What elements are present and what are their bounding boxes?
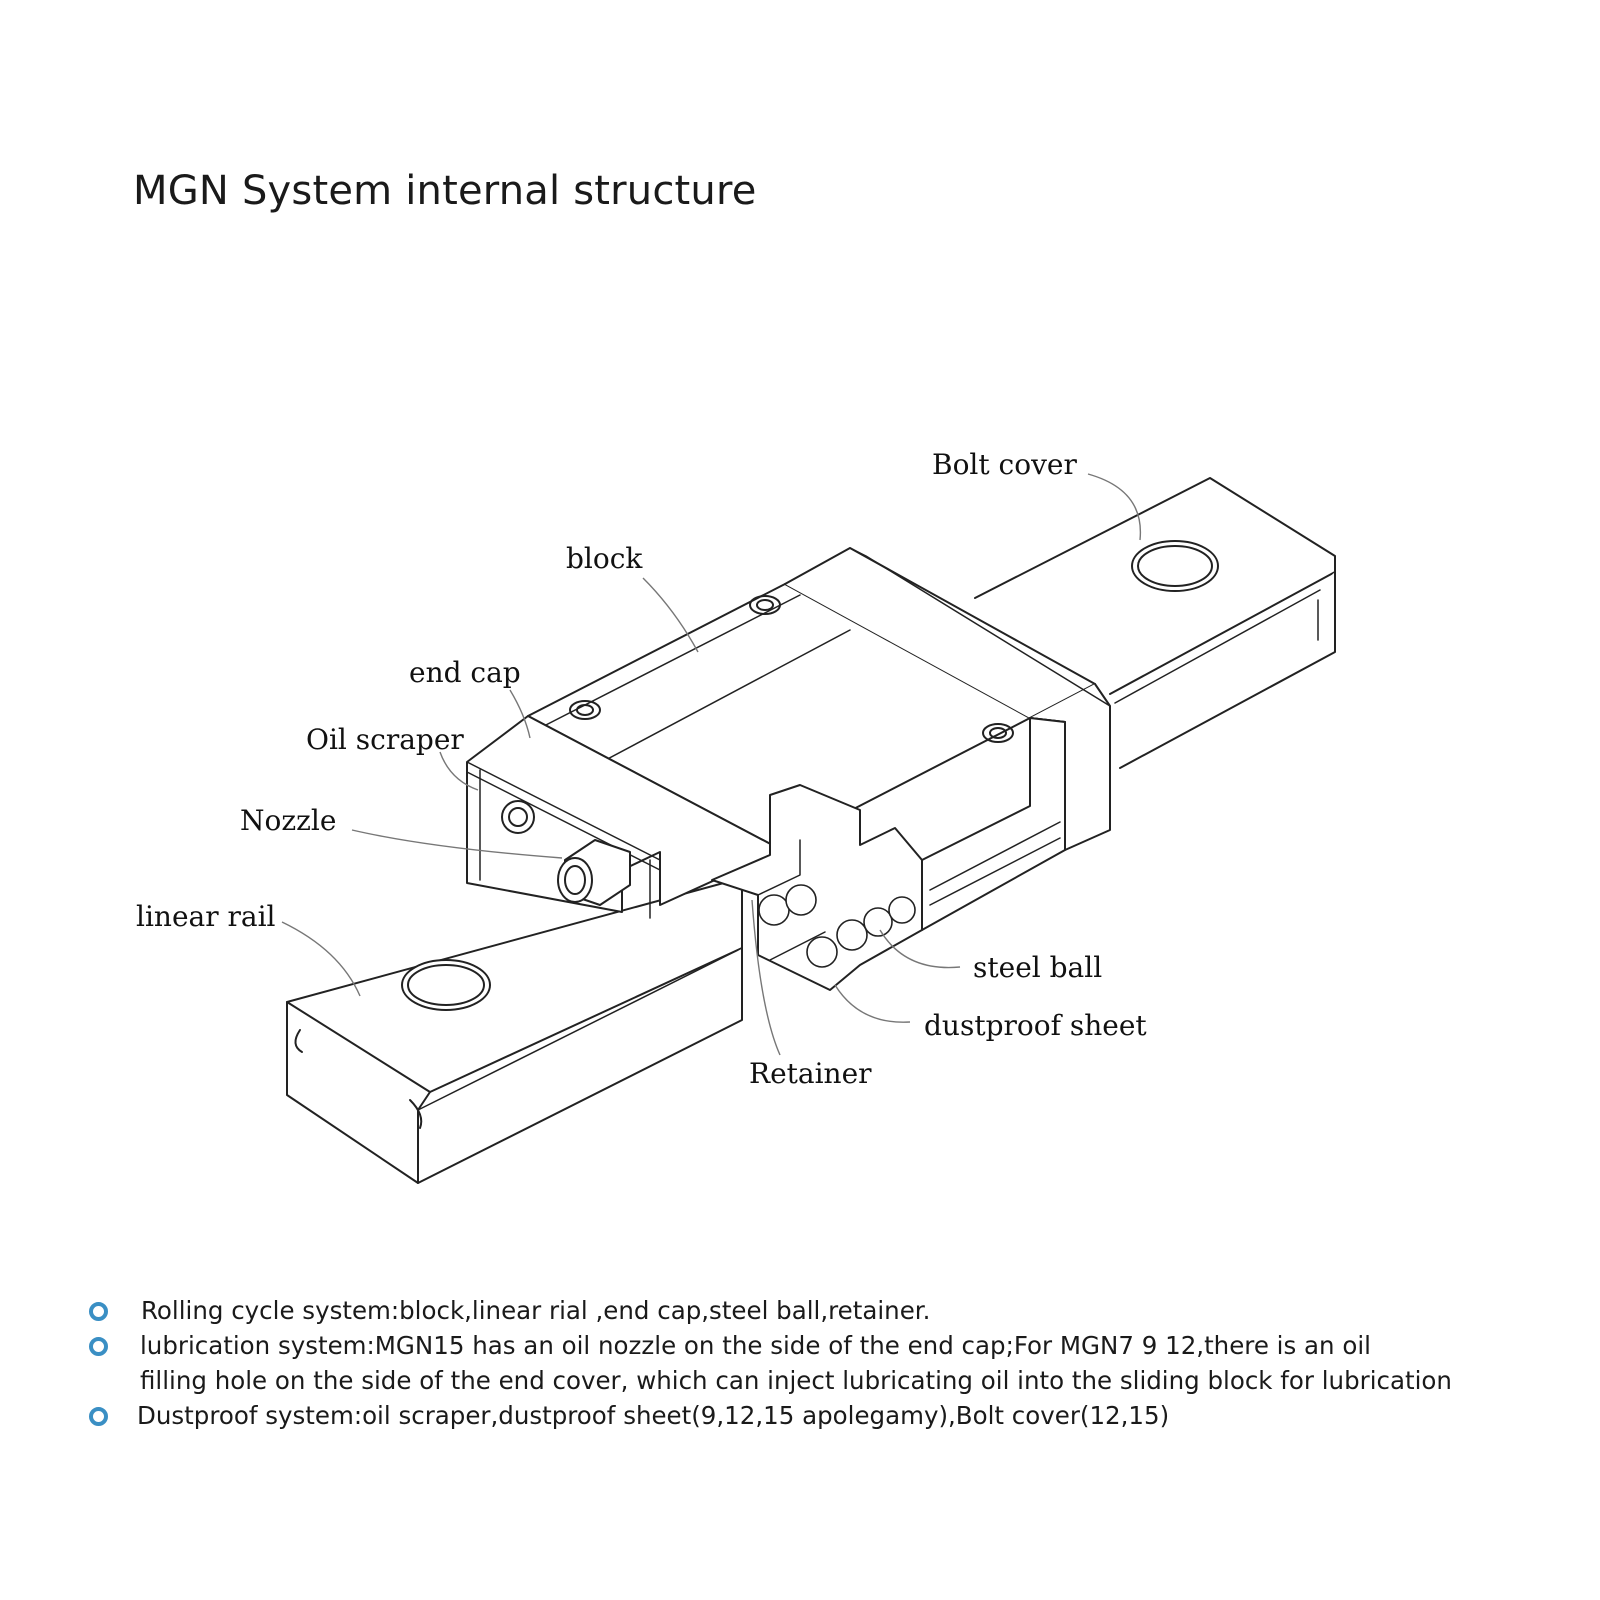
label-end-cap: end cap (409, 656, 521, 689)
label-retainer: Retainer (749, 1057, 872, 1090)
rail-front-side (417, 947, 743, 1184)
label-oil-scraper: Oil scraper (306, 723, 464, 756)
steel-balls (758, 884, 916, 968)
leader-oil-scraper (439, 751, 479, 791)
channel (711, 784, 923, 991)
rail-bolt-hole (401, 959, 491, 1011)
rail-drawing (286, 477, 1336, 1184)
leader-steel-ball (879, 929, 961, 969)
leader-block (642, 577, 699, 653)
leader-dustproof (834, 984, 911, 1023)
label-nozzle: Nozzle (240, 804, 336, 837)
rail-back-side (1119, 571, 1336, 769)
leader-linear-rail (281, 921, 361, 997)
labels: Bolt cover block end cap Oil scraper Noz… (136, 448, 1147, 1090)
page-title: MGN System internal structure (133, 168, 757, 214)
leader-bolt-cover (1087, 473, 1142, 541)
leader-end-cap (509, 689, 531, 739)
bolt-cover-hole (1131, 540, 1219, 592)
leader-lines (281, 473, 1142, 1056)
label-block: block (566, 542, 643, 575)
label-steel-ball: steel ball (973, 951, 1102, 984)
label-linear-rail: linear rail (136, 900, 276, 933)
rail-front-end (286, 1001, 431, 1184)
nozzle-part (557, 839, 631, 906)
rail-front-top (286, 877, 743, 1093)
label-bolt-cover: Bolt cover (932, 448, 1077, 481)
label-dustproof-sheet: dustproof sheet (924, 1009, 1147, 1042)
leader-retainer (751, 899, 781, 1056)
leader-nozzle (351, 829, 563, 859)
